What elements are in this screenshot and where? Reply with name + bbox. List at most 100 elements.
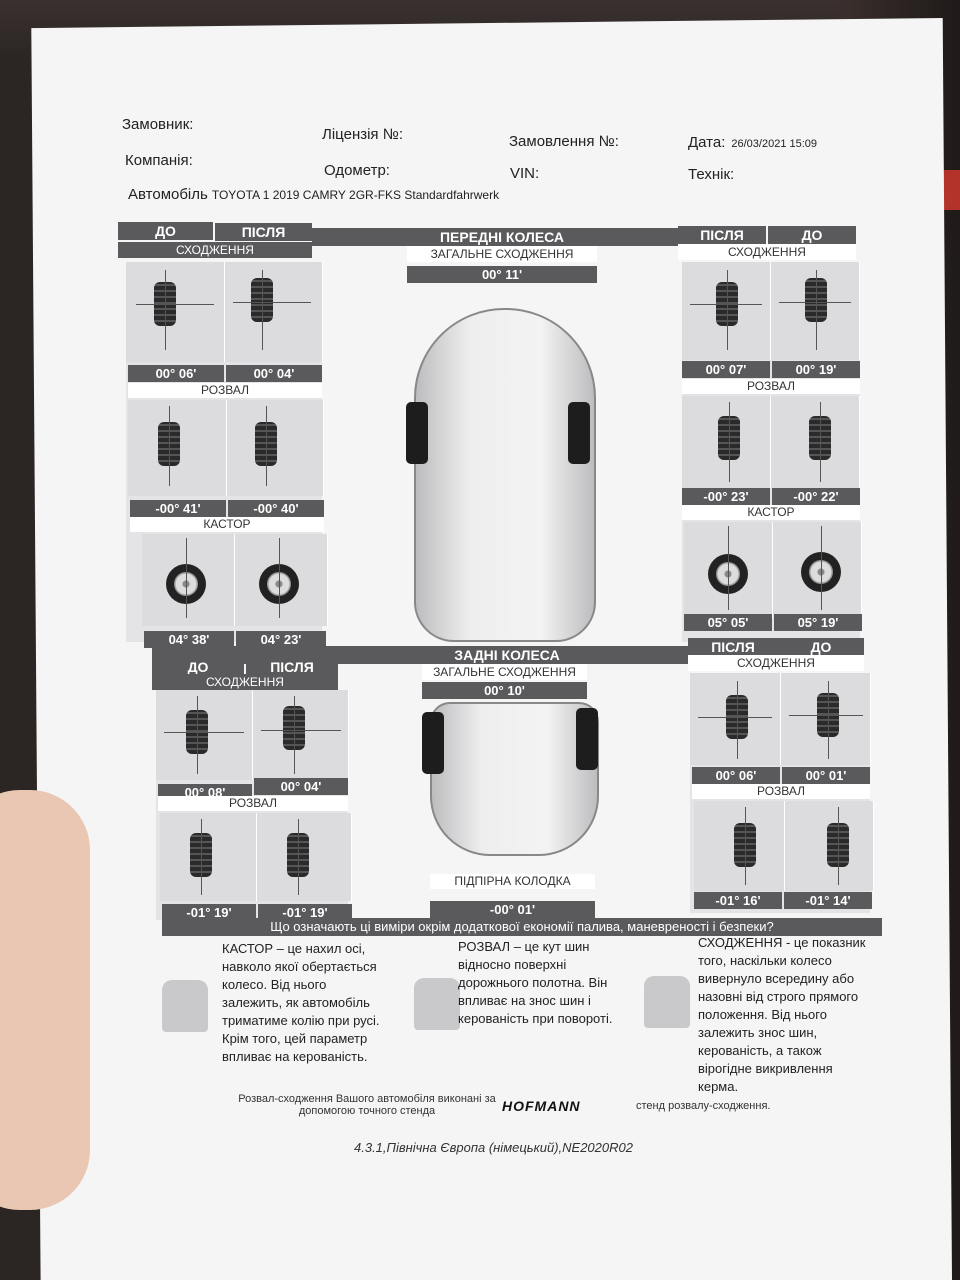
- footer-line: Розвал-сходження Вашого автомобіля викон…: [238, 1093, 496, 1105]
- front-right-caster-label: КАСТОР: [682, 505, 860, 520]
- crosshair-v: [294, 696, 295, 774]
- front-left-caster-label: КАСТОР: [130, 517, 324, 532]
- toe-line: назовні від строго прямого: [698, 989, 859, 1004]
- customer-label: Замовник:: [122, 116, 194, 133]
- crosshair-v: [821, 526, 822, 610]
- rear-left-toe-before-cell: [156, 690, 253, 780]
- crosshair-h: [789, 715, 863, 716]
- date-field: Дата:26/03/2021 15:09: [688, 134, 817, 151]
- order-label: Замовлення №:: [509, 133, 619, 150]
- front-left-toe-after-cell: [225, 262, 323, 362]
- crosshair-h: [233, 302, 311, 303]
- camber-line: впливає на знос шин і: [458, 993, 591, 1008]
- crosshair-h: [690, 304, 762, 305]
- crosshair-v: [279, 538, 280, 618]
- rear-left-camber-label: РОЗВАЛ: [158, 796, 348, 811]
- rear-right-camber-after-cell: [694, 801, 785, 891]
- footer-text-right: стенд розвалу-сходження.: [636, 1100, 771, 1112]
- rear-right-camber-label: РОЗВАЛ: [692, 784, 870, 799]
- rear-left-car-tire: [422, 712, 444, 774]
- front-total-toe-value: 00° 11': [407, 266, 597, 283]
- front-right-toe-before-cell: [771, 262, 860, 360]
- caster-line: впливає на керованість.: [222, 1049, 368, 1064]
- thrust-angle-value: -00° 01': [430, 901, 595, 918]
- thrust-angle-label: ПІДПІРНА КОЛОДКА: [430, 874, 595, 889]
- caster-line: КАСТОР – це нахил осі,: [222, 941, 366, 956]
- toe-line: СХОДЖЕННЯ - це показник: [698, 935, 866, 950]
- crosshair-v: [745, 807, 746, 885]
- front-right-camber-label: РОЗВАЛ: [682, 379, 860, 394]
- version-text: 4.3.1,Північна Європа (німецький),NE2020…: [354, 1140, 633, 1155]
- crosshair-h: [261, 730, 341, 731]
- rear-left-toe-label: СХОДЖЕННЯ: [152, 674, 338, 690]
- front-right-caster-after-cell: [684, 522, 773, 618]
- toe-car-icon: [644, 976, 690, 1028]
- crosshair-h: [136, 304, 214, 305]
- rear-right-toe-before-cell: [781, 673, 871, 765]
- crosshair-v: [262, 270, 263, 350]
- front-right-toe-label: СХОДЖЕННЯ: [678, 244, 856, 260]
- front-left-camber-after: -00° 40': [228, 500, 324, 517]
- front-right-caster-after: 05° 05': [684, 614, 772, 631]
- caster-line: залежить, як автомобіль: [222, 995, 370, 1010]
- front-wheels-title: ПЕРЕДНІ КОЛЕСА: [312, 228, 692, 246]
- crosshair-h: [164, 732, 244, 733]
- toe-line: залежить знос шин,: [698, 1025, 818, 1040]
- front-right-before-header: ДО: [768, 226, 856, 244]
- crosshair-v: [838, 807, 839, 885]
- car-value: TOYOTA 1 2019 CAMRY 2GR-FKS Standardfahr…: [211, 188, 500, 202]
- front-right-toe-after: 00° 07': [682, 361, 770, 378]
- toe-line: керма.: [698, 1079, 739, 1094]
- front-left-camber-before: -00° 41': [130, 500, 226, 517]
- rear-left-camber-before: -01° 19': [162, 904, 256, 921]
- front-total-toe-label: ЗАГАЛЬНЕ СХОДЖЕННЯ: [407, 246, 597, 262]
- crosshair-v: [820, 402, 821, 482]
- rear-right-toe-after: 00° 06': [692, 767, 780, 784]
- front-left-camber-before-cell: [128, 400, 227, 496]
- rear-right-camber-before: -01° 14': [784, 892, 872, 909]
- toe-explanation: СХОДЖЕННЯ - це показник того, наскільки …: [698, 934, 865, 1096]
- front-right-camber-before-cell: [771, 396, 860, 488]
- caster-line: колесо. Від нього: [222, 977, 327, 992]
- front-right-after-header: ПІСЛЯ: [678, 226, 766, 244]
- front-left-car-tire: [406, 402, 428, 464]
- rear-right-toe-label: СХОДЖЕННЯ: [688, 655, 864, 671]
- rear-left-after-header: ПІСЛЯ: [246, 658, 338, 676]
- crosshair-v: [201, 819, 202, 895]
- toe-line: того, наскільки колесо: [698, 953, 832, 968]
- camber-line: дорожнього полотна. Він: [458, 975, 608, 990]
- front-right-toe-before: 00° 19': [772, 361, 860, 378]
- caster-explanation: КАСТОР – це нахил осі, навколо якої обер…: [222, 940, 380, 1066]
- caster-line: навколо якої обертається: [222, 959, 377, 974]
- front-left-camber-label: РОЗВАЛ: [128, 383, 322, 398]
- camber-car-icon: [414, 978, 460, 1030]
- front-right-camber-before: -00° 22': [772, 488, 860, 505]
- rear-left-toe-after: 00° 04': [254, 778, 348, 795]
- crosshair-v: [165, 270, 166, 350]
- technician-label: Технік:: [688, 166, 735, 183]
- crosshair-v: [197, 696, 198, 774]
- front-left-toe-before: 00° 06': [128, 365, 224, 382]
- front-right-caster-before: 05° 19': [774, 614, 862, 631]
- front-left-caster-before: 04° 38': [144, 631, 234, 648]
- rear-left-before-header: ДО: [152, 658, 244, 676]
- rear-right-camber-before-cell: [785, 801, 874, 891]
- car-rear-illustration: [430, 702, 599, 856]
- camber-line: керованість при повороті.: [458, 1011, 613, 1026]
- front-left-toe-label: СХОДЖЕННЯ: [118, 242, 312, 258]
- front-left-toe-after: 00° 04': [226, 365, 322, 382]
- date-value: 26/03/2021 15:09: [731, 138, 818, 150]
- front-right-camber-after-cell: [682, 396, 771, 488]
- rear-right-car-tire: [576, 708, 598, 770]
- alignment-report-sheet: Замовник: Ліцензія №: Замовлення №: Дата…: [31, 18, 952, 1280]
- footer-text-left: Розвал-сходження Вашого автомобіля викон…: [212, 1093, 522, 1117]
- crosshair-v: [729, 402, 730, 482]
- crosshair-v: [186, 538, 187, 618]
- rear-left-camber-after: -01° 19': [258, 904, 352, 921]
- crosshair-v: [816, 270, 817, 350]
- footer-line: допомогою точного стенда: [298, 1105, 436, 1117]
- toe-line: положення. Від нього: [698, 1007, 827, 1022]
- crosshair-h: [779, 302, 851, 303]
- rear-right-camber-after: -01° 16': [694, 892, 782, 909]
- front-left-camber-after-cell: [227, 400, 324, 496]
